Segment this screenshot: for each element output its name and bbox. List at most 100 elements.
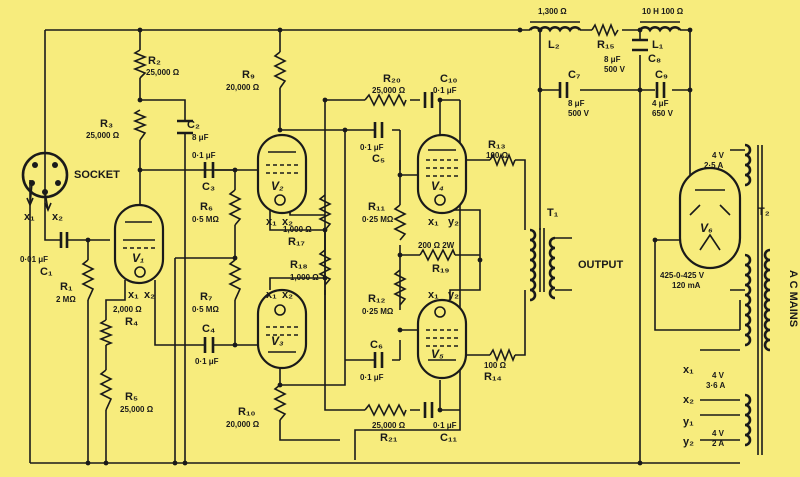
label-t2: T₂ [758, 206, 770, 218]
v4-y2: y₂ [448, 216, 459, 228]
t2-hx-line2: 3·6 A [706, 381, 725, 390]
label-r19: R₁₉ [432, 263, 449, 275]
t2-rect-line2: 2·5 A [704, 161, 723, 170]
label-c6: C₆ [370, 339, 383, 351]
transformer-t2 [744, 143, 771, 455]
value-c1: 0·01 μF [20, 255, 48, 264]
value-r20: 25,000 Ω [372, 86, 406, 95]
capacitor-c7 [558, 82, 569, 98]
value-r12: 0·25 MΩ [362, 307, 394, 316]
resistor-r6 [228, 189, 242, 226]
resistor-r13 [489, 152, 516, 168]
label-t1: T₁ [547, 207, 559, 219]
choke-l1 [638, 26, 682, 33]
junction-dots [85, 27, 693, 466]
capacitor-c2 [177, 119, 193, 135]
value-c8: 8 μF [604, 55, 621, 64]
value-l1: 10 H 100 Ω [642, 7, 684, 16]
ac-mains-label: A C MAINS [787, 270, 799, 327]
v2-x2: x₂ [282, 216, 293, 228]
resistor-r20 [364, 93, 407, 107]
label-c8: C₈ [648, 53, 661, 65]
value-c9: 4 μF [652, 99, 669, 108]
transformer-t1 [529, 228, 556, 302]
resistor-r7 [228, 259, 242, 301]
chokes [528, 21, 682, 33]
label-v3: V₃ [271, 334, 284, 348]
label-c10: C₁₀ [440, 73, 457, 85]
v5-y2: y₂ [448, 289, 459, 301]
label-c1: C₁ [40, 266, 53, 278]
v3-x2: x₂ [282, 289, 293, 301]
value-c4: 0·1 μF [195, 357, 219, 366]
label-c5: C₅ [372, 153, 385, 165]
value-r21: 25,000 Ω [372, 421, 406, 430]
t2-heater-y: 4 V 2 A [712, 429, 726, 448]
t2-y1-label: y₁ [683, 416, 694, 428]
resistor-r4 [98, 319, 114, 346]
label-c2: C₂ [187, 119, 200, 131]
value-r2: 25,000 Ω [146, 68, 180, 77]
value-r19: 200 Ω 2W [418, 241, 455, 250]
voltage-c9: 650 V [652, 109, 674, 118]
label-v2: V₂ [271, 179, 284, 193]
socket-label: SOCKET [74, 169, 120, 181]
capacitor-c4 [203, 337, 215, 353]
resistor-r18 [318, 249, 332, 286]
t2-hx-line1: 4 V [712, 371, 725, 380]
valve-v6 [678, 166, 742, 270]
capacitor-c5 [373, 122, 384, 138]
resistor-r14 [489, 347, 516, 363]
resistor-r19 [419, 248, 456, 262]
resistor-r5 [99, 369, 113, 411]
t2-x2-label: x₂ [683, 394, 694, 406]
v1-x1: x₁ [128, 289, 139, 301]
label-r15: R₁₅ [597, 39, 615, 51]
valve-v4 [416, 133, 468, 215]
capacitor-c6 [373, 352, 384, 368]
label-r3: R₃ [100, 118, 113, 130]
value-c5: 0·1 μF [360, 143, 384, 152]
label-r4: R₄ [125, 316, 138, 328]
t2-hv-line1: 425-0-425 V [660, 271, 705, 280]
labels: R₂ 25,000 Ω R₃ 25,000 Ω R₁ 2 MΩ 2,000 Ω … [20, 7, 799, 448]
socket-x2-label: x₂ [52, 211, 63, 223]
valve-v3 [256, 288, 308, 370]
voltage-c8: 500 V [604, 65, 626, 74]
t2-x1-label: x₁ [683, 364, 694, 376]
label-r9: R₉ [242, 69, 255, 81]
value-r11: 0·25 MΩ [362, 215, 394, 224]
t2-heater-x: 4 V 3·6 A [706, 371, 726, 390]
value-r1: 2 MΩ [56, 295, 76, 304]
resistor-r10 [273, 384, 287, 421]
value-c2: 8 μF [192, 133, 209, 142]
value-r6: 0·5 MΩ [192, 215, 219, 224]
v2-x1: x₁ [266, 216, 277, 228]
label-c4: C₄ [202, 323, 215, 335]
label-r17: R₁₇ [288, 236, 305, 248]
capacitor-c1 [59, 232, 69, 248]
t2-hv-winding: 425-0-425 V 120 mA [660, 271, 706, 290]
value-r9: 20,000 Ω [226, 83, 260, 92]
value-c3: 0·1 μF [192, 151, 216, 160]
value-c6: 0·1 μF [360, 373, 384, 382]
voltage-c7: 500 V [568, 109, 590, 118]
v4-x1: x₁ [428, 216, 439, 228]
value-r7: 0·5 MΩ [192, 305, 219, 314]
value-r18: 1,000 Ω [290, 273, 319, 282]
t2-hy-line1: 4 V [712, 429, 725, 438]
resistor-r3 [132, 109, 148, 141]
t2-hy-line2: 2 A [712, 439, 724, 448]
capacitor-c11 [423, 402, 434, 418]
value-r3: 25,000 Ω [86, 131, 120, 140]
value-c11: 0·1 μF [433, 421, 457, 430]
value-r14: 100 Ω [484, 361, 507, 370]
label-c3: C₃ [202, 181, 215, 193]
capacitors [59, 38, 666, 418]
label-r1: R₁ [60, 281, 73, 293]
valve-v1 [113, 203, 165, 285]
v5-x1: x₁ [428, 289, 439, 301]
label-v5: V₅ [431, 347, 444, 361]
label-v1: V₁ [132, 251, 144, 265]
